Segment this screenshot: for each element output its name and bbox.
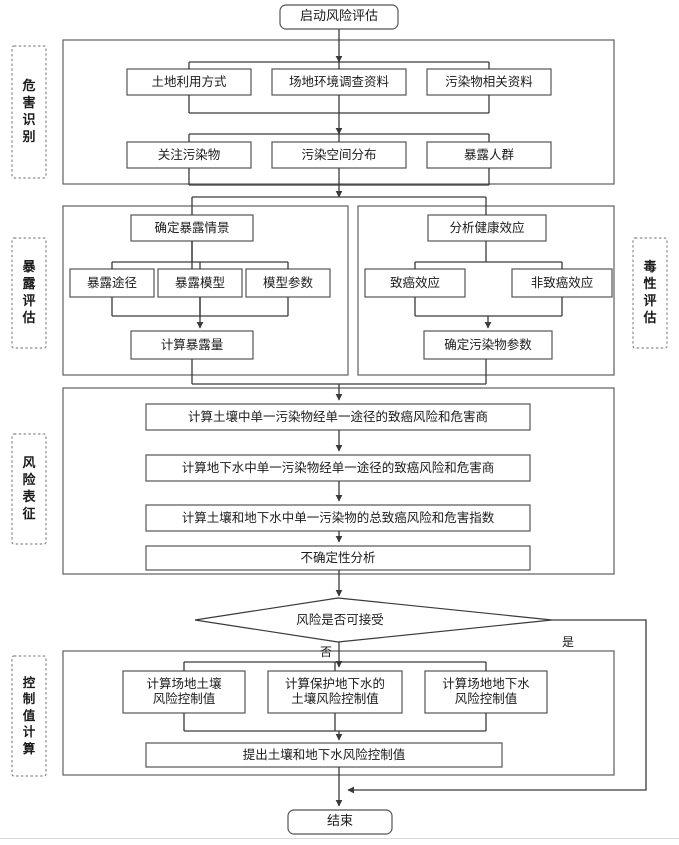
stage-char: 估 [643,311,657,327]
node-exposure-bottom [130,330,254,360]
bottom-divider [0,838,679,839]
bus-hazard-r1-top [188,61,490,69]
stage-char: 别 [22,130,36,146]
node-risk-step-2 [145,504,531,532]
node-toxicity-mid-0 [364,268,466,298]
stage-label-toxicity: 毒 性 评 估 [633,238,667,348]
bus-merge-to-risk [192,383,486,400]
stage-char: 算 [22,740,36,756]
stage-box-exposure [11,237,47,349]
node-control-2 [424,670,548,714]
node-hazard-r1-2 [426,68,552,96]
stage-char: 计 [22,724,36,740]
bus-hazard-r1-bottom [188,95,490,114]
stage-char: 评 [22,294,36,309]
node-exposure-mid-2 [245,268,331,298]
stage-char: 控 [22,674,36,690]
bus-hazard-r2-bottom [188,168,490,186]
stage-char: 制 [22,691,36,707]
node-exposure-mid-0 [69,268,155,298]
stage-char: 险 [22,472,36,488]
stage-label-control: 控 制 值 计 算 [12,656,46,776]
node-control-1 [267,670,403,714]
stage-char: 危 [22,78,36,94]
stage-box-toxicity [632,237,668,349]
stage-char: 评 [643,294,657,309]
edge-decision-yes [347,619,647,794]
stage-char: 风 [22,455,36,471]
node-risk-step-0 [145,403,531,431]
stage-char: 识 [22,113,36,128]
stage-char: 值 [22,707,36,723]
bus-hazard-r2-top [188,133,490,142]
node-risk-step-3 [145,545,531,571]
bus-toxicity-mid-bottom [414,297,563,317]
node-end-shape [287,809,393,835]
stage-char: 性 [643,276,657,292]
stage-char: 毒 [643,259,657,275]
node-hazard-r1-0 [126,68,252,96]
node-hazard-r2-1 [271,141,407,169]
bus-exposure-mid-top [111,261,289,269]
stage-char: 害 [22,95,36,111]
node-decision-shape [194,597,553,643]
stage-box-hazard [11,45,47,179]
node-start-shape [279,4,399,30]
node-hazard-r2-0 [126,141,252,169]
node-toxicity-bottom [423,330,553,360]
stage-label-risk: 风 险 表 征 [12,434,46,544]
node-hazard-r2-2 [426,141,552,169]
edge-label-yes: 是 [562,635,575,649]
node-toxicity-top [427,214,547,242]
bus-control-bottom [183,713,487,732]
stage-box-risk [11,433,47,545]
stage-char: 估 [22,311,36,327]
stage-char: 暴 [22,259,36,275]
node-hazard-r1-1 [271,68,407,96]
stage-char: 征 [22,507,36,523]
bus-toxicity-mid-top [414,261,563,269]
node-risk-step-1 [145,454,531,482]
node-exposure-mid-1 [157,268,243,298]
stage-label-hazard: 危 害 识 别 [12,46,46,178]
container-exposure [62,205,349,376]
node-toxicity-mid-1 [511,268,613,298]
stage-char: 表 [22,490,36,505]
bus-split-exposure-toxicity [191,196,487,215]
node-control-0 [122,670,246,714]
node-exposure-top [130,214,254,242]
bus-control-top [183,661,487,671]
stage-box-control [11,655,47,777]
stage-label-exposure: 暴 露 评 估 [12,238,46,348]
node-control-bottom [145,742,503,768]
edge-label-no: 否 [320,645,333,659]
stage-char: 露 [22,276,36,292]
edge-exposure-vert-spine [191,241,201,316]
